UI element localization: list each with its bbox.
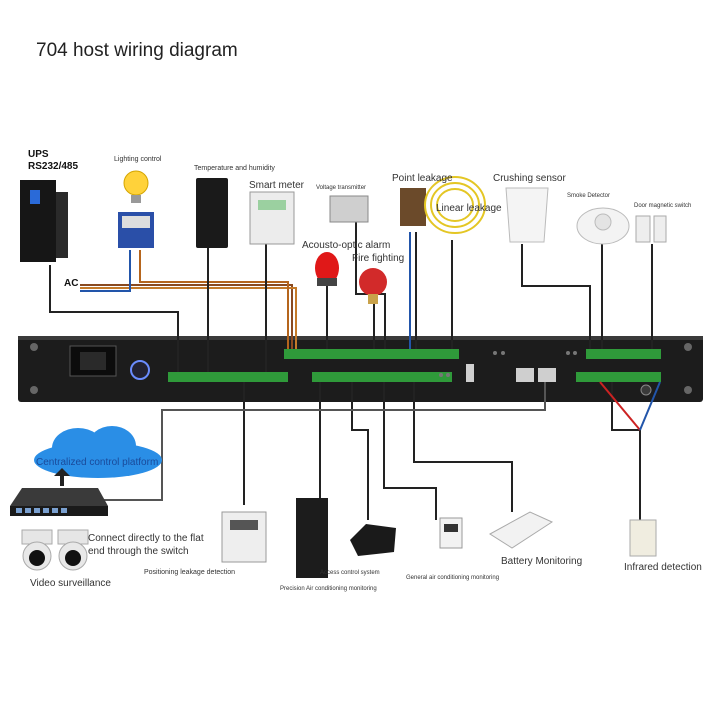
ups-label: UPS [28, 149, 49, 160]
crushing-sensor-icon [505, 187, 549, 243]
infrared-detection-label: Infrared detection [624, 562, 702, 573]
positioning-leakage-label: Positioning leakage detection [144, 569, 236, 576]
crushing-sensor-label: Crushing sensor [493, 173, 566, 184]
battery-monitoring-label: Battery Monitoring [501, 556, 583, 567]
precision-air-label: Precision Air conditioning monitoring [280, 586, 377, 592]
cloud-icon [34, 426, 162, 486]
smart-meter-icon [249, 191, 295, 245]
smoke-detector-icon [576, 207, 630, 245]
precision-air-icon [296, 498, 328, 578]
general-air-label: General air conditioning monitoring [406, 575, 500, 581]
positioning-leakage-icon [221, 511, 267, 563]
fire-fighting-icon [359, 268, 387, 304]
general-air-icon [439, 517, 463, 549]
smart-meter-label: Smart meter [249, 180, 305, 191]
point-leakage-icon [400, 188, 426, 226]
temperature-humidity-icon [196, 178, 228, 248]
access-control-icon [350, 524, 396, 556]
ups-icon [20, 180, 68, 262]
acousto-optic-alarm-icon [315, 252, 339, 286]
ac-label: AC [64, 278, 79, 289]
door-magnetic-switch-icon [635, 215, 667, 243]
centralized-platform-label: Centralized control platform [36, 457, 159, 468]
lighting-control-icon [118, 170, 154, 248]
network-switch-icon [10, 488, 108, 516]
lighting-control-label: Lighting control [114, 156, 162, 163]
temperature-humidity-label: Temperature and humidity [194, 165, 275, 172]
linear-leakage-label: Linear leakage [436, 203, 502, 214]
connect-direct-label: Connect directly to the flat [88, 533, 204, 544]
fire-fighting-label: Fire fighting [352, 253, 405, 264]
battery-monitoring-icon [489, 511, 554, 549]
through-switch-label: end through the switch [88, 546, 189, 557]
smoke-detector-label: Smoke Detector [567, 193, 611, 199]
voltage-transmitter-label: Voltage transmitter [316, 185, 367, 191]
page-title: 704 host wiring diagram [36, 40, 238, 61]
camera-icon [21, 529, 89, 571]
infrared-detector-icon [629, 519, 657, 557]
point-leakage-label: Point leakage [392, 173, 453, 184]
video-surveillance-label: Video surveillance [30, 578, 111, 589]
linear-leakage-icon [424, 176, 486, 234]
voltage-transmitter-icon [329, 195, 369, 223]
ups-port-label: RS232/485 [28, 161, 79, 172]
access-control-label: Access control system [320, 570, 380, 576]
door-magnetic-label: Door magnetic switch [634, 203, 692, 209]
acousto-optic-label: Acousto-optic alarm [302, 240, 391, 251]
host-rack-unit [18, 336, 703, 402]
